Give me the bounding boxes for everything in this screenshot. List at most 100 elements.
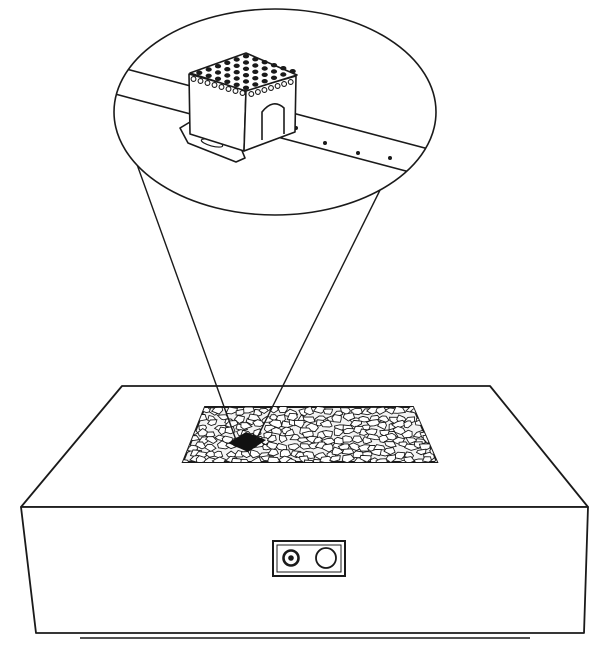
magnified-detail-circle	[113, 8, 437, 216]
cone-line-left	[129, 144, 237, 441]
lava-stone	[302, 416, 316, 424]
burner-side-port	[211, 82, 218, 88]
lava-stone	[243, 407, 256, 414]
burner-side-port	[232, 88, 239, 94]
lava-stone	[216, 440, 230, 450]
lava-stone	[392, 426, 407, 435]
lava-stone	[357, 444, 370, 452]
burner-side-port	[225, 86, 232, 92]
burner-side-port	[281, 81, 288, 87]
lava-stone	[285, 458, 297, 462]
lava-stone	[403, 456, 415, 462]
cone-line-right	[255, 169, 391, 441]
burner-port	[214, 70, 222, 75]
lava-stone	[304, 459, 315, 462]
lava-stone	[322, 408, 334, 415]
lava-stone	[365, 419, 381, 427]
lava-stone	[321, 430, 333, 438]
lava-stone	[383, 441, 397, 448]
burner-port	[242, 66, 250, 72]
lava-stone	[392, 407, 407, 414]
burner-port	[242, 85, 250, 91]
control-panel	[272, 540, 346, 577]
lava-stone	[403, 420, 413, 429]
burner-side-port	[274, 83, 281, 89]
burner-port	[261, 66, 268, 71]
burner-side-port	[248, 91, 255, 97]
lava-stone	[366, 433, 382, 441]
burner-port	[205, 67, 212, 72]
burner-port	[270, 69, 278, 74]
lava-stone	[267, 456, 281, 462]
lava-stone	[312, 407, 328, 414]
lava-stone	[375, 407, 388, 415]
lava-stone	[377, 421, 387, 431]
burner-port	[233, 82, 240, 88]
burner-port	[252, 82, 259, 87]
burner-port	[261, 60, 268, 65]
burner-port	[252, 76, 259, 81]
burner-port	[252, 57, 259, 62]
burner-port	[224, 79, 231, 85]
fire-pit	[181, 406, 439, 463]
lava-stone	[258, 407, 270, 415]
control-knob-icon[interactable]	[315, 547, 337, 569]
burner-side-port	[239, 90, 246, 96]
burner-port	[233, 57, 240, 62]
lava-stone	[359, 454, 372, 462]
lava-stone	[348, 442, 362, 451]
lava-stone	[283, 428, 296, 437]
lava-stone	[303, 407, 315, 416]
burner-port	[242, 79, 250, 84]
lava-stone	[319, 455, 335, 462]
lava-stone	[213, 450, 224, 459]
burner-side-port	[268, 85, 274, 91]
magnifier-cone	[129, 144, 391, 441]
lava-stone	[195, 455, 208, 462]
lava-stone	[385, 454, 397, 462]
ignition-button-icon[interactable]	[282, 549, 300, 567]
lava-stone	[342, 427, 356, 434]
lava-stone	[331, 446, 344, 456]
lava-stone	[204, 436, 218, 445]
lava-stone	[240, 458, 250, 462]
lava-stone	[210, 407, 224, 415]
burner-port	[233, 63, 240, 68]
burner-port	[242, 73, 250, 78]
burner-port	[205, 73, 212, 79]
burner-side-port	[254, 89, 261, 95]
burner-port	[233, 76, 240, 81]
lava-stone	[197, 427, 208, 437]
lava-stone	[384, 407, 396, 415]
lava-stone	[341, 454, 355, 462]
lava-stone	[183, 459, 190, 462]
burner-top-face	[189, 52, 298, 92]
burner-box	[179, 52, 298, 163]
burner-port	[252, 69, 259, 75]
lava-stone	[329, 455, 341, 462]
lava-stone	[211, 456, 227, 462]
lava-stone	[378, 415, 390, 423]
lava-stone	[333, 427, 344, 437]
burner-side-port	[287, 79, 294, 85]
lava-stone	[287, 443, 301, 451]
lava-stone	[405, 437, 419, 445]
lava-stone	[279, 434, 288, 444]
lava-stone	[342, 435, 354, 443]
burner-port	[252, 63, 259, 68]
burner-side-port	[204, 80, 211, 86]
lava-stone	[194, 441, 207, 450]
lava-stone	[240, 422, 253, 430]
lava-stone	[279, 449, 292, 458]
lava-stone	[383, 447, 396, 456]
lava-stone	[331, 414, 342, 423]
lava-stone	[351, 435, 364, 444]
lava-stone	[252, 419, 265, 427]
burner-port	[196, 70, 203, 76]
lava-stone	[267, 434, 277, 443]
burner-side-port	[218, 84, 225, 90]
lava-stone	[294, 419, 305, 429]
lava-stone	[270, 427, 282, 436]
lava-stone	[351, 407, 363, 416]
